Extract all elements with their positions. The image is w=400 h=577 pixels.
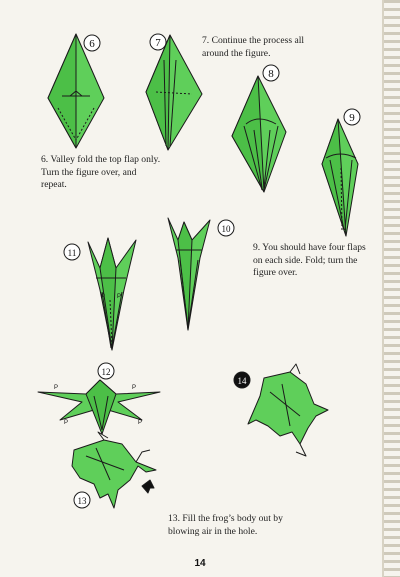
figure-step-9	[321, 118, 359, 237]
step-number-6: 6	[83, 34, 101, 52]
fold-letter-p: P	[54, 385, 58, 391]
figure-step-13	[71, 431, 157, 509]
svg-text:12: 12	[102, 367, 111, 377]
fold-letter-p: P	[138, 420, 142, 426]
svg-text:6: 6	[89, 38, 95, 50]
svg-text:13: 13	[78, 496, 88, 506]
svg-text:7: 7	[155, 37, 161, 49]
step-number-8: 8	[262, 64, 280, 82]
fold-letter-p: P	[117, 294, 121, 300]
binding-edge	[384, 0, 400, 577]
step-9-body: You should have four flaps on each side.…	[253, 242, 366, 278]
step-number-12: 12	[97, 362, 115, 380]
fold-letter-p: P	[132, 385, 136, 391]
step-6-body: Valley fold the top flap only. Turn the …	[41, 154, 161, 190]
step-number-9: 9	[343, 108, 361, 126]
page-edge	[382, 0, 384, 577]
step-number-10: 10	[217, 219, 235, 237]
fold-letter-p: P	[101, 294, 105, 300]
figure-step-8	[231, 75, 287, 193]
fold-letter-p: P	[64, 420, 68, 426]
step-number-11: 11	[63, 243, 81, 261]
step-number-14: 14	[233, 371, 251, 389]
step-number-7: 7	[149, 33, 167, 51]
step-6-text: 6. Valley fold the top flap only. Turn t…	[41, 154, 161, 192]
svg-text:11: 11	[68, 248, 77, 258]
figure-step-10	[167, 217, 211, 331]
figure-step-7	[145, 34, 203, 151]
step-9-text: 9. You should have four flaps on each si…	[253, 242, 371, 280]
step-number-13: 13	[73, 491, 91, 509]
svg-text:8: 8	[268, 68, 274, 80]
step-9-label: 9.	[253, 242, 261, 253]
step-7-body: Continue the process all around the figu…	[202, 35, 305, 59]
svg-text:10: 10	[222, 224, 232, 234]
step-13-body: Fill the frog’s body out by blowing air …	[168, 513, 283, 537]
step-6-label: 6.	[41, 154, 49, 165]
step-7-text: 7. Continue the process all around the f…	[202, 35, 320, 60]
step-13-text: 13. Fill the frog’s body out by blowing …	[168, 513, 290, 538]
figure-step-6	[47, 33, 105, 149]
svg-text:14: 14	[238, 376, 248, 386]
figure-step-11	[87, 237, 137, 351]
page-number: 14	[194, 558, 206, 569]
step-7-label: 7.	[202, 35, 210, 46]
figure-step-14	[247, 363, 329, 457]
svg-text:9: 9	[349, 112, 355, 124]
step-13-label: 13.	[168, 513, 180, 524]
